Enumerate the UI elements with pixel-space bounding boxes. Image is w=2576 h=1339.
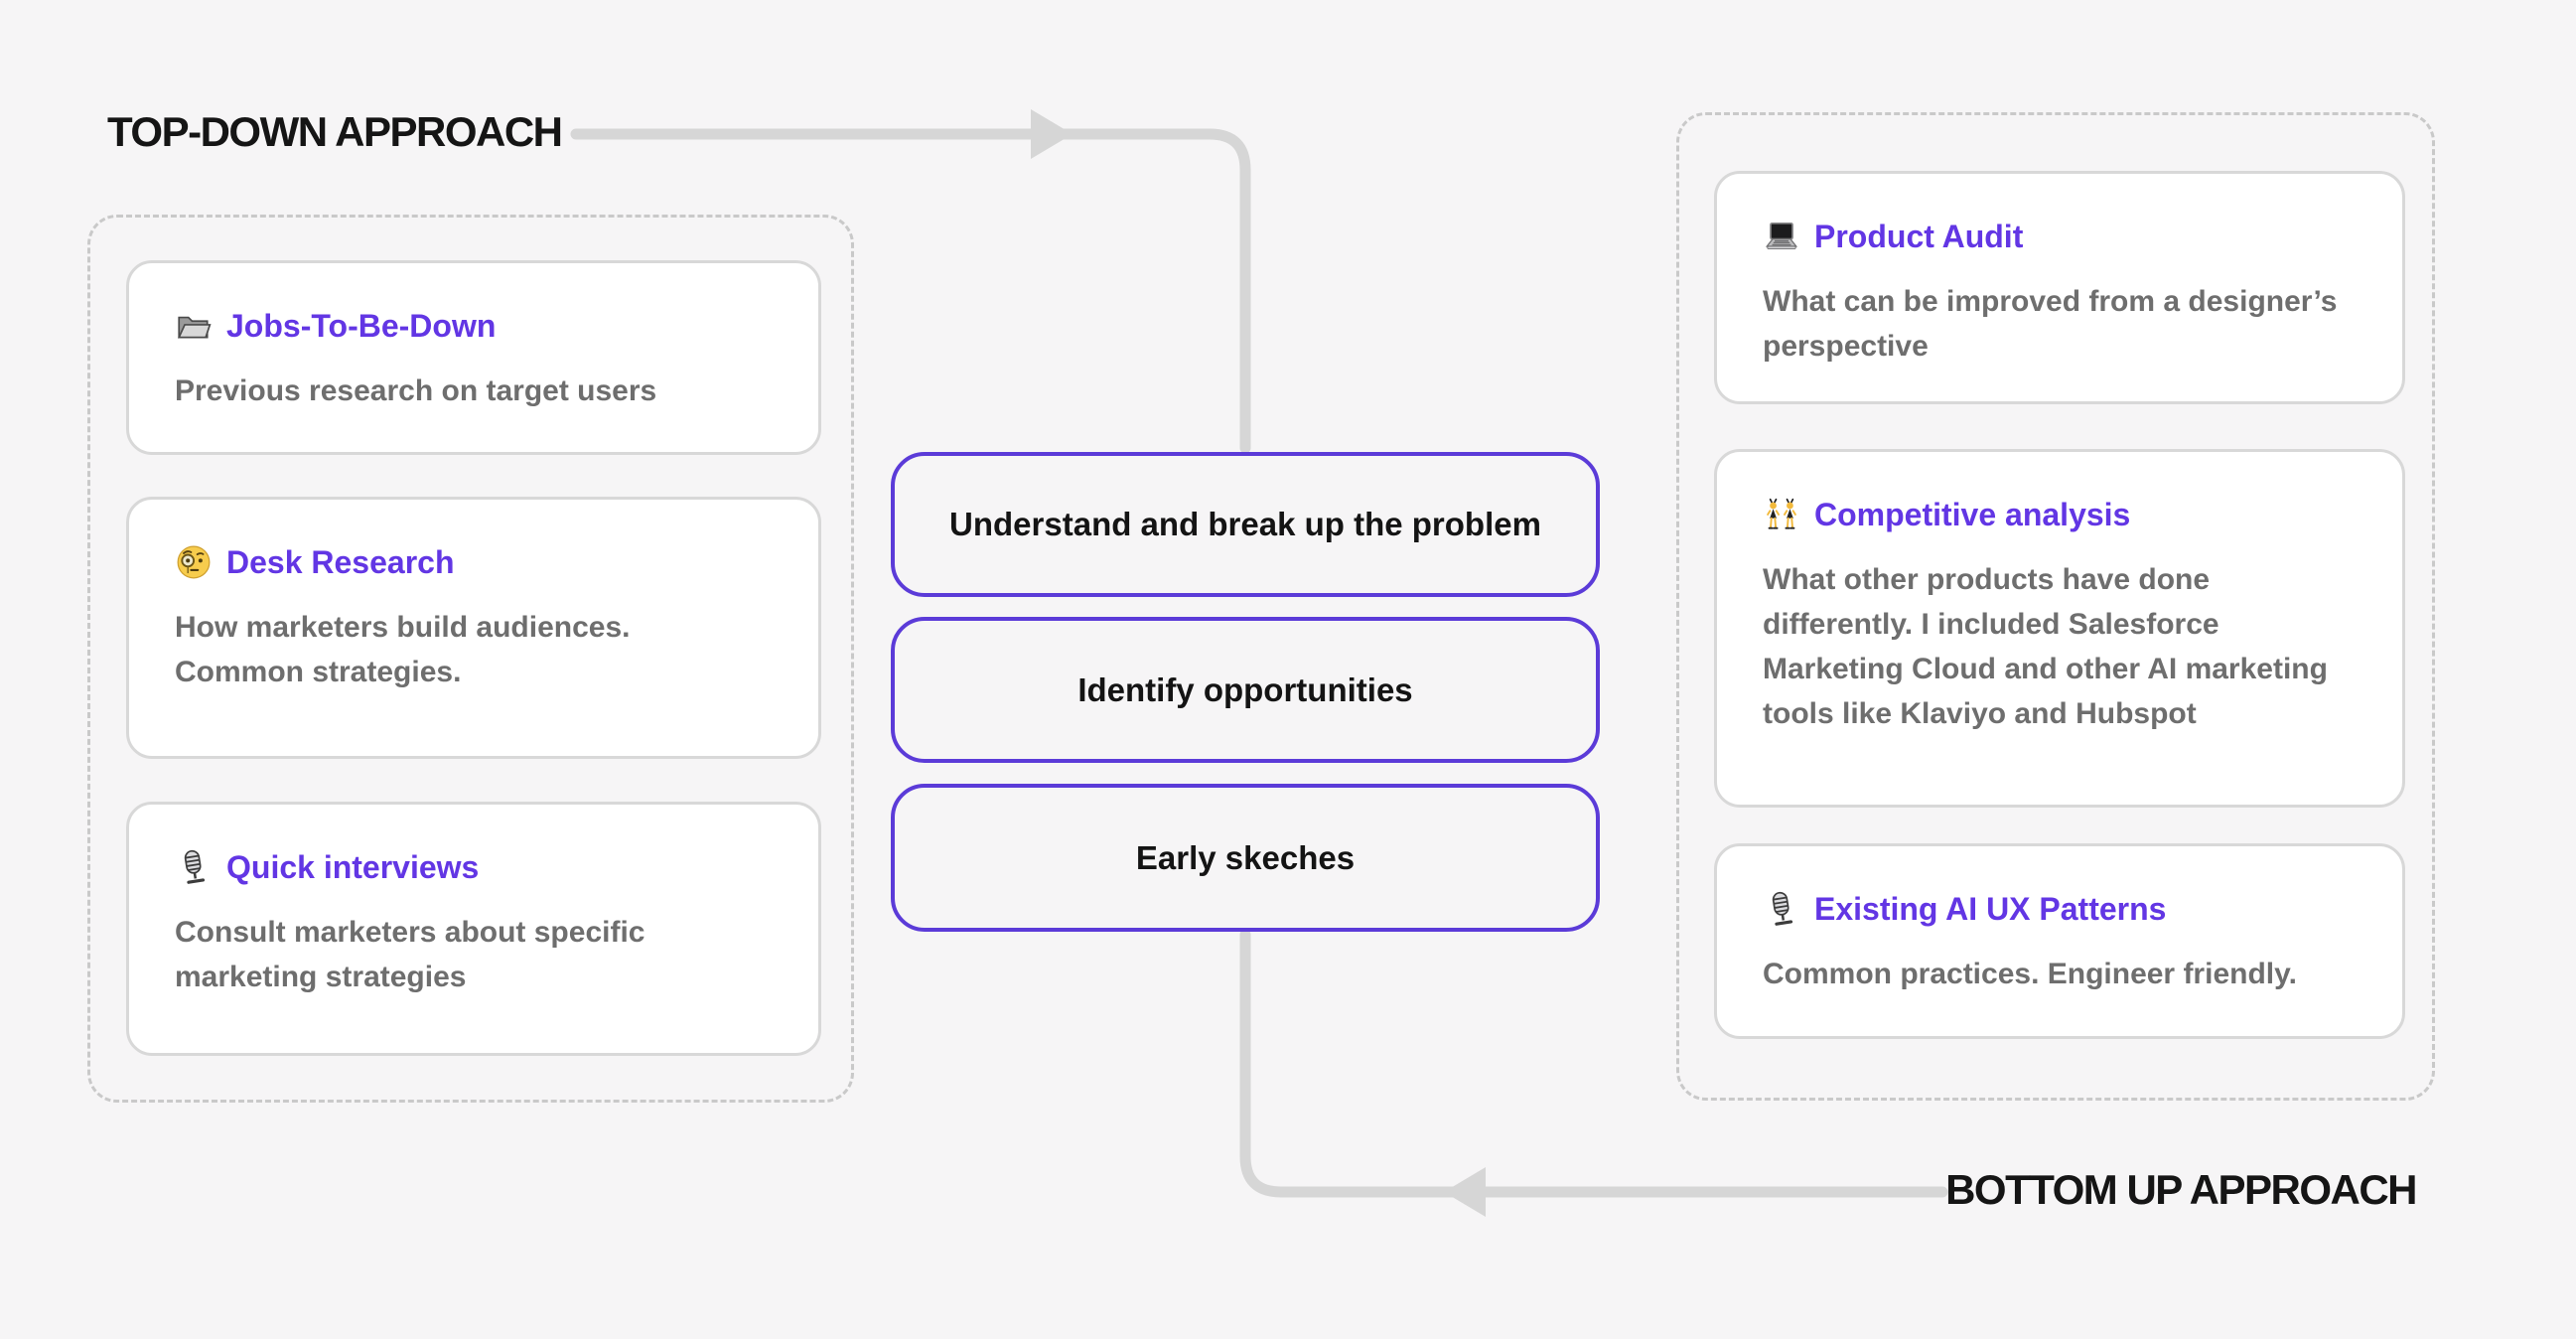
card-title-row: Desk Research <box>175 539 773 585</box>
laptop-icon <box>1765 222 1798 249</box>
step-understand-problem[interactable]: Understand and break up the problem <box>891 452 1600 597</box>
top-down-panel: Jobs-To-Be-Down Previous research on tar… <box>87 215 854 1103</box>
card-desk-research[interactable]: Desk Research How marketers build audien… <box>126 497 821 759</box>
step-identify-opportunities[interactable]: Identify opportunities <box>891 617 1600 763</box>
microphone-icon <box>1772 891 1793 926</box>
card-quick-interviews[interactable]: Quick interviews Consult marketers about… <box>126 802 821 1056</box>
card-title-row: Quick interviews <box>175 844 773 890</box>
card-title-row: Product Audit <box>1763 214 2357 259</box>
step-early-sketches[interactable]: Early skeches <box>891 784 1600 932</box>
top-down-approach-label: TOP-DOWN APPROACH <box>107 108 563 155</box>
card-title-row: Existing AI UX Patterns <box>1763 886 2357 932</box>
top-down-connector-line <box>570 128 1251 454</box>
card-competitive-analysis[interactable]: Competitive analysis What other products… <box>1714 449 2405 808</box>
card-title-link[interactable]: Jobs-To-Be-Down <box>226 307 497 344</box>
card-title-link[interactable]: Existing AI UX Patterns <box>1814 890 2167 927</box>
bottom-up-panel: Product Audit What can be improved from … <box>1676 112 2435 1101</box>
card-body: What other products have done differentl… <box>1763 563 2328 730</box>
card-title-row: Competitive analysis <box>1763 492 2357 537</box>
card-title-link[interactable]: Quick interviews <box>226 848 480 885</box>
card-body: Consult marketers about specific marketi… <box>175 916 645 993</box>
card-existing-ai-ux-patterns[interactable]: Existing AI UX Patterns Common practices… <box>1714 843 2405 1039</box>
card-jobs-to-be-down[interactable]: Jobs-To-Be-Down Previous research on tar… <box>126 260 821 455</box>
arrowhead-right-icon <box>1031 109 1073 159</box>
card-body: Common practices. Engineer friendly. <box>1763 958 2297 990</box>
arrowhead-left-icon <box>1444 1167 1486 1217</box>
card-body: What can be improved from a designer’s p… <box>1763 285 2338 363</box>
step-label: Early skeches <box>1135 838 1356 876</box>
card-title-link[interactable]: Competitive analysis <box>1814 496 2131 532</box>
microphone-icon <box>184 849 206 884</box>
bottom-up-approach-label: BOTTOM UP APPROACH <box>1945 1166 2417 1213</box>
card-body: Previous research on target users <box>175 374 657 407</box>
open-folder-icon <box>177 316 212 339</box>
dancing-women-icon <box>1767 498 1796 529</box>
step-label: Identify opportunities <box>1077 670 1413 708</box>
card-product-audit[interactable]: Product Audit What can be improved from … <box>1714 171 2405 404</box>
monocle-face-icon <box>177 545 211 579</box>
step-label: Understand and break up the problem <box>949 506 1541 542</box>
card-body: How marketers build audiences. Common st… <box>175 611 631 688</box>
card-title-link[interactable]: Product Audit <box>1814 218 2024 254</box>
card-title-row: Jobs-To-Be-Down <box>175 303 773 349</box>
bottom-up-connector-line <box>1239 929 1948 1198</box>
card-title-link[interactable]: Desk Research <box>226 543 455 580</box>
